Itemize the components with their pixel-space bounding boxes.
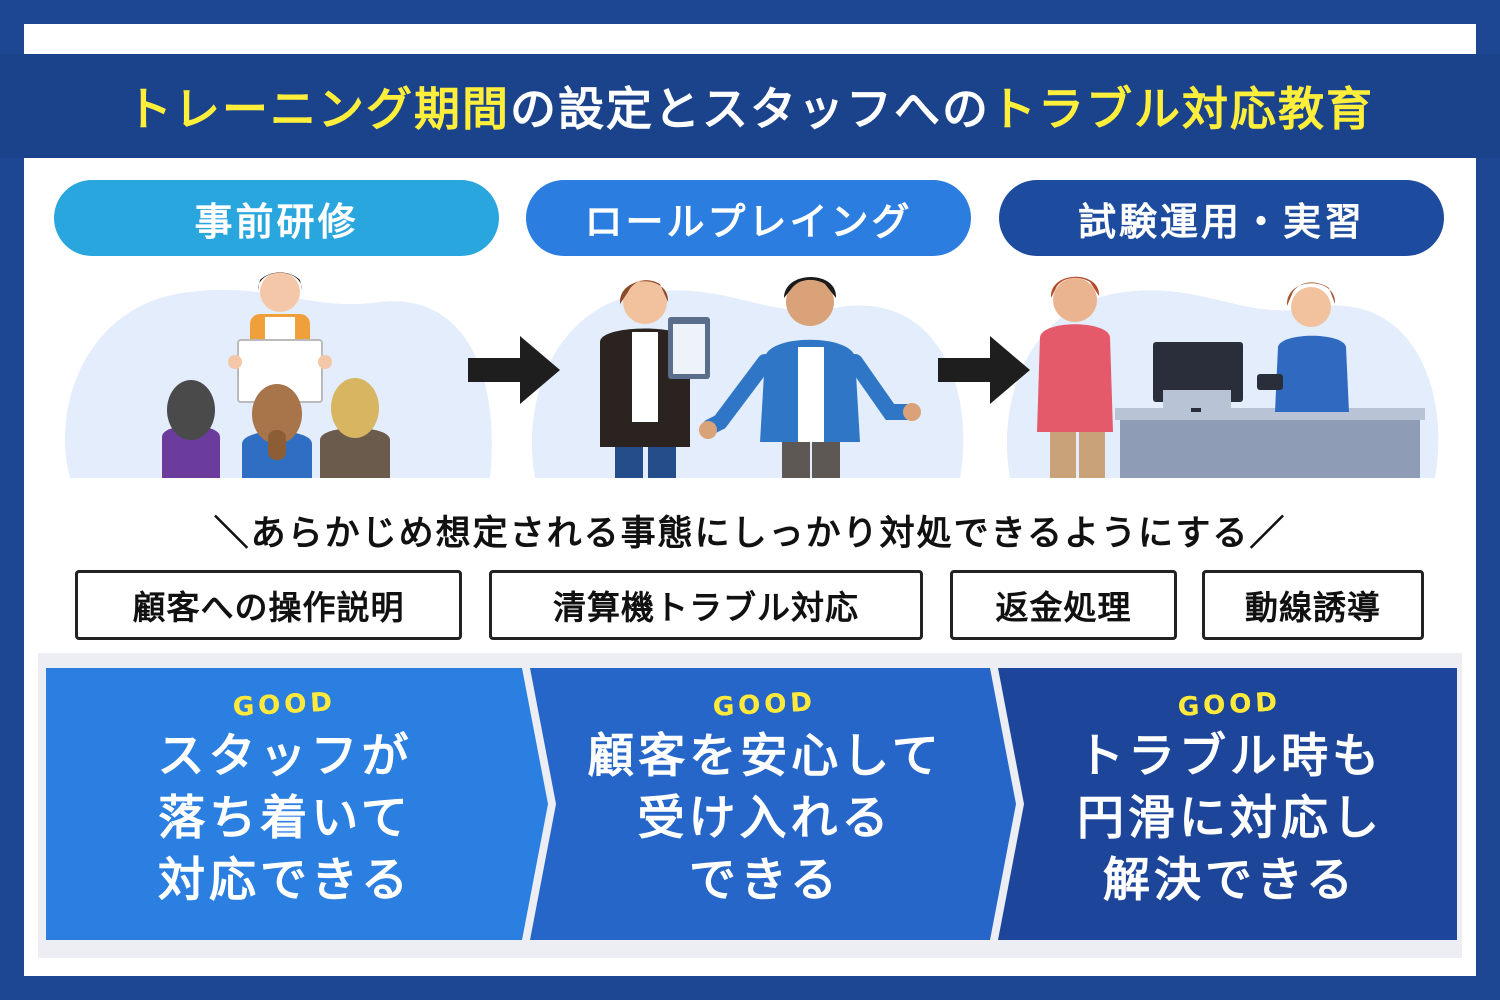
good-badge: GOOD [712,687,818,723]
title-highlight-1: トレーニング期間 [126,82,510,136]
title-middle: の設定とスタッフへの [510,82,990,136]
benefit-staff-calm: GOOD スタッフが 落ち着いて 対応できる [50,687,520,930]
benefit-line: スタッフが [157,729,413,784]
step-pill-pre-training: 事前研修 [54,180,499,256]
arrow-right-icon [938,336,1030,404]
good-badge: GOOD [232,687,338,723]
chevron-2 [530,668,1016,940]
roleplay-illustration [531,277,964,478]
tag-flow-guidance: 動線誘導 [1202,570,1424,640]
arrow-right-icon [468,336,560,404]
benefit-line: 受け入れる [637,791,893,846]
benefit-line: トラブル時も [1077,729,1383,784]
step-pill-role-playing: ロールプレイング [526,180,971,256]
chevron-3 [998,668,1457,940]
good-badge: GOOD [1177,687,1283,723]
benefit-line: 顧客を安心して [587,729,943,784]
chevron-1 [46,668,548,940]
benefit-smooth-resolution: GOOD トラブル時も 円滑に対応し 解決できる [1000,687,1460,930]
checkout-illustration [1006,276,1439,478]
slogan-text: ＼あらかじめ想定される事態にしっかり対処できるようにする／ [213,513,1287,554]
page-title: トレーニング期間の設定とスタッフへのトラブル対応教育 [126,73,1374,139]
benefit-line: 落ち着いて [158,791,412,846]
title-bar: トレーニング期間の設定とスタッフへのトラブル対応教育 [0,54,1500,158]
title-highlight-2: トラブル対応教育 [990,82,1374,136]
tag-operation-guidance: 顧客への操作説明 [75,570,462,640]
benefit-line: 対応できる [157,853,413,908]
benefit-line: 円滑に対応し [1077,791,1383,846]
training-illustration [65,272,492,478]
tag-refund: 返金処理 [950,570,1177,640]
benefit-line: 解決できる [1102,853,1358,908]
benefit-line: できる [688,853,842,908]
tag-machine-trouble: 清算機トラブル対応 [489,570,923,640]
step-pill-trial-operation: 試験運用・実習 [999,180,1444,256]
benefit-customer-reassured: GOOD 顧客を安心して 受け入れる できる [530,687,1000,930]
